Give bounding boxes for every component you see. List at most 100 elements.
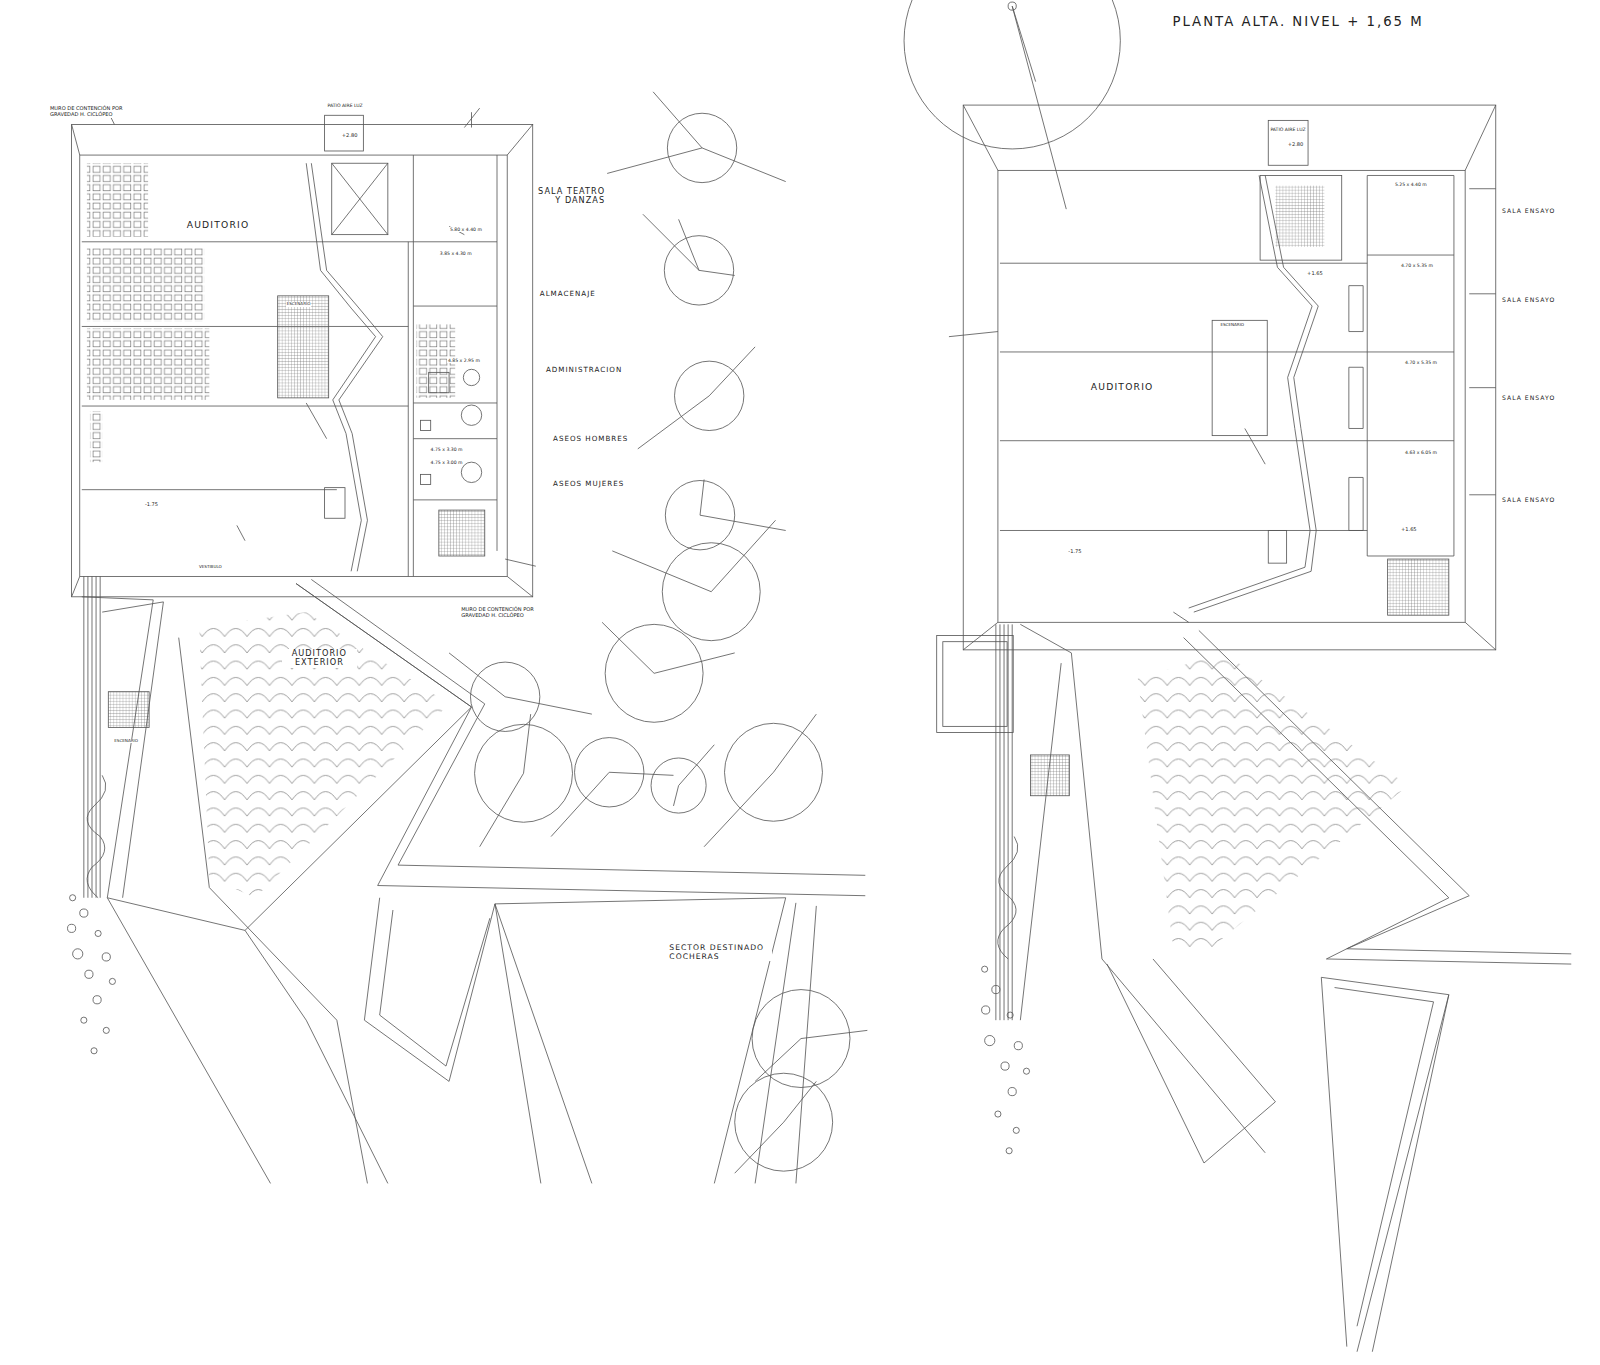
plan-label: 4.75 x 3.30 m (430, 447, 464, 452)
plan-label: 4.75 x 3.00 m (430, 460, 464, 465)
plan-linework (70, 895, 76, 901)
plan-linework (179, 638, 368, 1184)
plan-label: SALA ENSAYO (1501, 296, 1556, 303)
plan-linework (108, 692, 149, 728)
plan-linework (1173, 428, 1265, 622)
plan-label: AUDITORIO (1090, 382, 1155, 393)
plan-linework (72, 124, 533, 596)
plan-linework (998, 837, 1018, 959)
plan-linework (429, 372, 449, 392)
plan-linework (73, 949, 83, 959)
plan-label: 4.70 x 5.35 m (1404, 360, 1438, 365)
plan-linework (1023, 1068, 1029, 1074)
plan-linework (992, 985, 1000, 993)
plan-linework (68, 0, 1572, 1352)
plan-linework (963, 105, 1496, 650)
plan-linework (1008, 1088, 1016, 1096)
plan-linework (84, 576, 100, 897)
plan-linework (1008, 2, 1016, 10)
plan-linework (80, 155, 507, 576)
plan-linework (1001, 1062, 1009, 1070)
plan-linework (109, 978, 115, 984)
plan-linework (1000, 263, 1367, 530)
plan-label: 4.63 x 6.05 m (1404, 450, 1438, 455)
plan-label: SALA ENSAYO (1501, 496, 1556, 503)
plan-linework (1013, 1127, 1019, 1133)
plan-linework (943, 642, 1007, 727)
plan-label: PATIO AIRE LUZ (327, 103, 364, 108)
plan-label: -1.75 (144, 502, 159, 508)
plan-linework (495, 898, 816, 1184)
plan-linework (87, 163, 148, 236)
plan-linework (1006, 1148, 1012, 1154)
plan-linework (985, 1035, 995, 1045)
plan-label: 5.25 x 4.40 m (1394, 182, 1428, 187)
plan-label: AUDITORIO (186, 220, 251, 231)
plan-linework (1275, 186, 1324, 247)
plan-label: SALA ENSAYO (1501, 394, 1556, 401)
plan-linework (102, 602, 163, 898)
plan-linework (1212, 320, 1267, 435)
plan-linework (87, 775, 106, 897)
plan-label: 5.80 x 4.40 m (449, 227, 483, 232)
plan-label: +1.65 (1306, 271, 1324, 277)
plan-linework (81, 1017, 87, 1023)
plan-linework (439, 510, 485, 556)
plan-label: ESCENARIO (286, 302, 312, 307)
plan-linework (449, 92, 867, 1173)
plan-linework (95, 930, 101, 936)
plan-linework (102, 953, 110, 961)
plan-linework (1349, 286, 1363, 531)
plan-linework (1268, 530, 1286, 563)
plan-linework (107, 108, 1495, 566)
plan-linework (1014, 1042, 1022, 1050)
plan-linework (1012, 6, 1066, 209)
plan-linework (996, 624, 1012, 1020)
plan-linework (278, 296, 329, 398)
plan-label: ESCENARIO (1219, 323, 1245, 328)
plan-linework (199, 612, 464, 918)
plan-label: AUDITORIO EXTERIOR (282, 649, 357, 668)
plan-linework (1189, 175, 1312, 608)
plan-label: ASEOS MUJERES (552, 480, 625, 488)
plan-linework (1020, 663, 1061, 1020)
plan-linework (1194, 175, 1318, 612)
plan-linework (982, 966, 988, 972)
plan-linework (237, 403, 327, 541)
plan-linework (420, 474, 430, 484)
plan-linework (306, 163, 375, 571)
plan-linework (995, 1111, 1001, 1117)
plan-linework (1268, 120, 1308, 165)
plan-linework (408, 155, 497, 576)
plan-linework (325, 115, 364, 151)
plan-linework (461, 462, 481, 482)
plan-label: ADMINISTRACION (545, 366, 623, 374)
plan-label: ESCENARIO (113, 739, 139, 744)
plan-label: MURO DE CONTENCIÓN POR GRAVEDAD H. CICLÓ… (460, 607, 552, 619)
plan-label: PATIO AIRE LUZ (1269, 127, 1306, 132)
plan-linework (332, 163, 388, 234)
plan-linework (1388, 559, 1449, 615)
plan-linework (80, 909, 88, 917)
plan-linework (311, 163, 382, 571)
plan-linework (107, 898, 388, 1184)
plan-label: 4.85 x 2.95 m (447, 358, 481, 363)
plan-label: SALA TEATRO Y DANZAS (537, 187, 606, 206)
plan-label: 4.70 x 5.35 m (1400, 263, 1434, 268)
plan-label: +2.80 (341, 133, 359, 139)
plan-linework (82, 242, 414, 490)
plan-linework (325, 488, 345, 519)
plan-linework (1321, 977, 1449, 1351)
plan-label: MURO DE CONTENCIÓN POR GRAVEDAD H. CICLÓ… (49, 106, 133, 118)
plan-linework (1260, 175, 1342, 260)
plan-linework (1367, 175, 1454, 556)
plan-linework (904, 0, 1120, 149)
plan-linework (497, 155, 498, 551)
plan-linework (82, 584, 472, 931)
plan-label: VESTIBULO (198, 565, 223, 570)
plan-linework (998, 170, 1465, 622)
plan-linework (72, 124, 533, 596)
plan-linework (103, 1027, 109, 1033)
plan-label: SALA ENSAYO (1501, 207, 1556, 214)
